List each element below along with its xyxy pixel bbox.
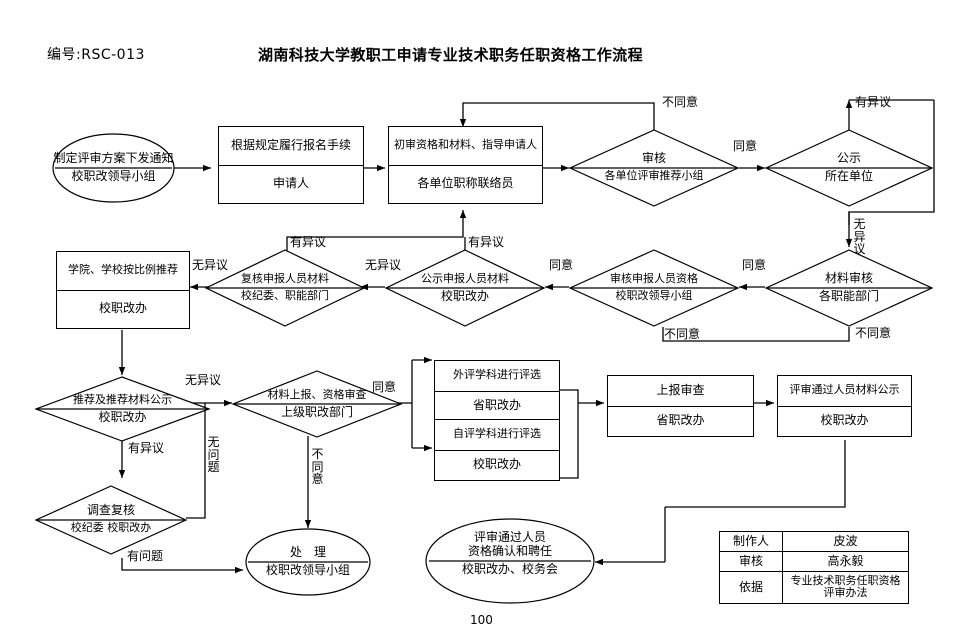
node-n14-line1: 外评学科进行评选 <box>435 361 559 392</box>
edge-label-e15: 无问题 <box>207 435 220 475</box>
node-n3-line1: 初审资格和材料、指导申请人 <box>389 127 542 166</box>
node-n8[interactable]: 公示申报人员材料 校职改办 <box>384 249 546 327</box>
node-n18-line1: 处 理 <box>289 545 326 560</box>
page-title: 湖南科技大学教职工申请专业技术职务任职资格工作流程 <box>258 46 644 64</box>
node-n6-line1: 材料审核 <box>824 271 873 286</box>
node-n11[interactable]: 推荐及推荐材料公示 校职改办 <box>34 376 211 442</box>
edge-label-e5: 不同意 <box>855 326 892 340</box>
node-n11-line2: 校职改办 <box>98 410 147 424</box>
edge-label-e9: 同意 <box>549 258 574 272</box>
node-n2-line1: 根据规定履行报名手续 <box>219 127 363 166</box>
node-n15-line1: 自评学科进行评选 <box>435 420 559 451</box>
node-n10-line2: 校职改办 <box>98 301 147 316</box>
node-n2-line2: 申请人 <box>272 176 309 191</box>
node-n14[interactable]: 外评学科进行评选 省职改办 <box>434 360 560 422</box>
node-n17[interactable]: 评审通过人员材料公示 校职改办 <box>777 375 912 437</box>
signature-key-1: 审核 <box>719 551 783 573</box>
node-n18-line2: 校职改领导小组 <box>265 563 350 577</box>
edge-label-e6: 同意 <box>742 258 767 272</box>
signature-table: 制作人 皮波 审核 高永毅 依据 专业技术职务任职资格 评审办法 <box>719 530 909 604</box>
node-n1-line1: 制定评审方案下发通知 <box>53 151 174 166</box>
node-n11-line1: 推荐及推荐材料公示 <box>73 393 172 407</box>
node-n13-line2: 上级职改部门 <box>280 405 353 419</box>
node-n4-line1: 审核 <box>641 151 666 166</box>
edge-label-e1: 不同意 <box>662 95 699 109</box>
node-n17-line1: 评审通过人员材料公示 <box>778 376 911 407</box>
edge-label-e2: 同意 <box>733 139 758 153</box>
node-n9[interactable]: 复核申报人员材料 校纪委、职能部门 <box>204 249 366 327</box>
node-n9-line2: 校纪委、职能部门 <box>241 289 329 302</box>
node-n12-line2: 校纪委 校职改办 <box>70 521 152 534</box>
node-n7[interactable]: 审核申报人员资格 校职改领导小组 <box>568 249 740 327</box>
edge-label-e10: 有异议 <box>290 235 327 249</box>
node-n13[interactable]: 材料上报、资格审查 上级职改部门 <box>231 370 403 438</box>
edge-label-e18: 不同意 <box>311 447 324 487</box>
node-n16-line1: 上报审查 <box>608 376 753 407</box>
node-n15-line2: 校职改办 <box>472 457 521 472</box>
table-row: 依据 专业技术职务任职资格 评审办法 <box>719 571 909 604</box>
signature-key-2: 依据 <box>719 571 783 604</box>
node-n12-line1: 调查复核 <box>86 503 135 518</box>
edge-label-e13: 无异议 <box>185 373 222 387</box>
node-n1-line2: 校职改领导小组 <box>71 169 156 183</box>
node-n10[interactable]: 学院、学校按比例推荐 校职改办 <box>56 251 190 329</box>
node-n19-line2: 校职改办、校务会 <box>461 562 558 576</box>
node-n5[interactable]: 公示 所在单位 <box>764 129 934 207</box>
node-n15[interactable]: 自评学科进行评选 校职改办 <box>434 419 560 481</box>
signature-value-2: 专业技术职务任职资格 评审办法 <box>782 571 909 604</box>
edge-label-e4: 无异议 <box>853 217 866 257</box>
node-n17-line2: 校职改办 <box>820 413 869 428</box>
node-n2[interactable]: 根据规定履行报名手续 申请人 <box>218 126 364 204</box>
node-n4-line2: 各单位评审推荐小组 <box>604 169 704 182</box>
table-row: 制作人 皮波 <box>719 530 909 553</box>
document-number: 编号:RSC-013 <box>47 47 145 63</box>
node-n9-line1: 复核申报人员材料 <box>241 272 329 286</box>
node-n14-line2: 省职改办 <box>472 398 521 413</box>
edge-label-e8: 有异议 <box>468 235 505 249</box>
node-n6[interactable]: 材料审核 各职能部门 <box>764 249 934 327</box>
edge-label-e7: 不同意 <box>664 327 701 341</box>
edge-label-e16: 有问题 <box>127 549 164 563</box>
node-n4[interactable]: 审核 各单位评审推荐小组 <box>568 129 740 207</box>
node-n3-line2: 各单位职称联络员 <box>417 176 514 191</box>
node-n5-line2: 所在单位 <box>824 169 873 183</box>
node-n7-line1: 审核申报人员资格 <box>610 272 698 286</box>
node-n10-line1: 学院、学校按比例推荐 <box>57 252 189 291</box>
node-n19[interactable]: 评审通过人员 资格确认和聘任 校职改办、校务会 <box>425 518 595 604</box>
table-row: 审核 高永毅 <box>719 551 909 573</box>
node-n19-line1: 评审通过人员 资格确认和聘任 <box>467 530 552 559</box>
node-n5-line1: 公示 <box>836 151 861 166</box>
page-number: 100 <box>470 613 493 627</box>
signature-value-1: 高永毅 <box>782 551 909 573</box>
node-n3[interactable]: 初审资格和材料、指导申请人 各单位职称联络员 <box>388 126 543 204</box>
signature-value-0: 皮波 <box>782 530 909 553</box>
node-n16-line2: 省职改办 <box>656 413 705 428</box>
edge-label-e17: 同意 <box>372 380 397 394</box>
edge-label-e12: 无异议 <box>192 258 229 272</box>
edge-label-e11: 无异议 <box>365 258 402 272</box>
node-n1[interactable]: 制定评审方案下发通知 校职改领导小组 <box>52 133 175 203</box>
node-n6-line2: 各职能部门 <box>818 289 879 303</box>
node-n12[interactable]: 调查复核 校纪委 校职改办 <box>34 485 188 555</box>
node-n16[interactable]: 上报审查 省职改办 <box>607 375 754 437</box>
node-n7-line2: 校职改领导小组 <box>615 289 693 302</box>
edge-label-e14: 有异议 <box>128 441 165 455</box>
node-n13-line1: 材料上报、资格审查 <box>267 388 367 402</box>
node-n8-line2: 校职改办 <box>440 289 489 303</box>
signature-key-0: 制作人 <box>719 530 783 553</box>
node-n8-line1: 公示申报人员材料 <box>421 272 509 286</box>
node-n18[interactable]: 处 理 校职改领导小组 <box>245 528 371 596</box>
edge-label-e3: 有异议 <box>855 95 892 109</box>
